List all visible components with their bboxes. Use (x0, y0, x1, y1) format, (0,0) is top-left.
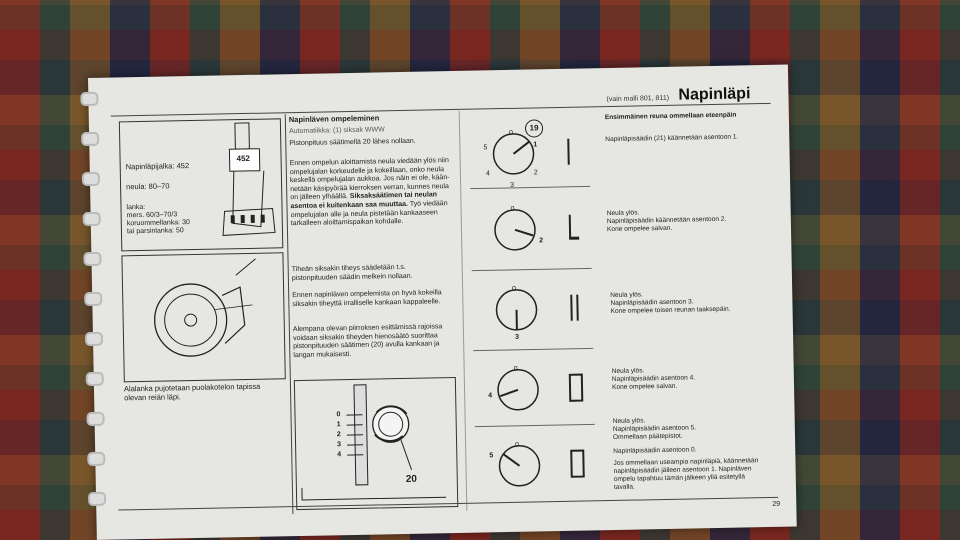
section-heading: Napinläven ompeleminen (288, 113, 380, 125)
binding-ring (87, 491, 107, 507)
stitch-length-dial-label: 20 (405, 473, 417, 485)
dial-mark: 3 (514, 333, 520, 341)
binding-ring (87, 451, 106, 467)
binding-ring (84, 331, 104, 347)
binding-ring (84, 291, 103, 307)
right-heading: Ensimmäinen reuna ommellaan eteenpäin (604, 111, 737, 122)
binding-ring (85, 371, 104, 387)
dial-mark: 0 (509, 129, 514, 137)
page-number: 29 (772, 500, 781, 508)
fine-tune-paragraph: Alempana olevan piirroksen esittämissä r… (292, 323, 443, 359)
density-paragraph: Tiheän siksakin tiheys säädetään t.s. pi… (291, 263, 413, 282)
dial-mark: 0 (510, 205, 515, 213)
automatic-setting: Automatiikka: (1) siksak WWW (288, 126, 385, 136)
dial-mark-2: 2 (336, 431, 341, 439)
step-3: Neula ylös. Napinläpisäädin asentoon 3. … (610, 289, 760, 316)
stitch-length-dial-illustration (301, 384, 447, 501)
dial-mark-0: 0 (336, 411, 341, 419)
step-4: Neula ylös. Napinläpisäädin asentoon 4. … (612, 365, 762, 392)
dial-mark: 1 (533, 141, 538, 149)
page-title: Napinläpi (678, 85, 751, 104)
instructions-paragraph: Ennen ompelun aloittamista neula vie­dää… (290, 157, 451, 229)
step-3-line: Kone ompelee toisen reunan taaksepäin. (610, 305, 731, 316)
test-paragraph: Ennen napinläven ompelemista on hyvä kok… (292, 289, 442, 308)
dial-mark: 2 (533, 169, 538, 177)
binding-ring (83, 251, 102, 267)
dial-mark-3: 3 (337, 441, 342, 449)
column-divider (458, 110, 468, 511)
dial-mark: 5 (483, 144, 488, 152)
stitch-length-note: Pistonpituus säätimellä 20 lähes nollaan… (289, 137, 416, 148)
step-6: Napinläpisäädin asentoon 0. (613, 446, 697, 455)
step-2-line: Kone ompelee salvan. (606, 224, 673, 234)
buttonhole-dial-sequence (470, 133, 595, 487)
foot-number: 452 (235, 153, 252, 164)
dial-mark: 0 (515, 441, 520, 449)
step-2: Neula ylös. Napinläpisäädin käännetään a… (607, 207, 757, 234)
step-5-line: Ommellaan päätepistot. (612, 432, 683, 441)
step-4-line: Kone ompelee salvan. (611, 382, 678, 391)
bobbin-caption: Alalanka pujotetaan puolakotelon tapissa… (123, 381, 261, 402)
bobbin-case-illustration (154, 258, 256, 357)
foot-label: Napinläpijalka: 452 (125, 161, 190, 172)
model-note: (vain malli 801, 811) (606, 94, 670, 104)
step-7: Jos ommellaan useampia napinläpiä, käänn… (613, 457, 759, 491)
dial-mark: 4 (485, 170, 490, 178)
dial-mark-1: 1 (336, 421, 341, 429)
dial-mark: 3 (510, 181, 515, 189)
binding-ring (80, 91, 99, 107)
binding-ring (81, 171, 101, 187)
thread-spec-3: tai parsinlanka: 50 (126, 227, 184, 236)
dial-mark: 5 (489, 452, 494, 460)
step-1: Napinläpisäädin (21) käännetään asen­too… (605, 133, 739, 144)
binding-ring (86, 411, 105, 427)
manual-page: (vain malli 801, 811) Napinläpi Napinläp… (80, 64, 797, 540)
presser-foot-illustration (222, 122, 276, 236)
needle-label: neula: 80–70 (126, 181, 170, 192)
dial-mark: 0 (512, 285, 517, 293)
binding-ring (81, 131, 100, 147)
dial-mark: 2 (539, 237, 544, 245)
binding-ring (82, 211, 101, 227)
dial-mark: 0 (513, 365, 518, 373)
step-5: Neula ylös. Napinläpisäädin asentoon 5. … (613, 415, 763, 442)
dial-mark-4: 4 (337, 451, 342, 459)
dial-mark: 4 (488, 392, 493, 400)
